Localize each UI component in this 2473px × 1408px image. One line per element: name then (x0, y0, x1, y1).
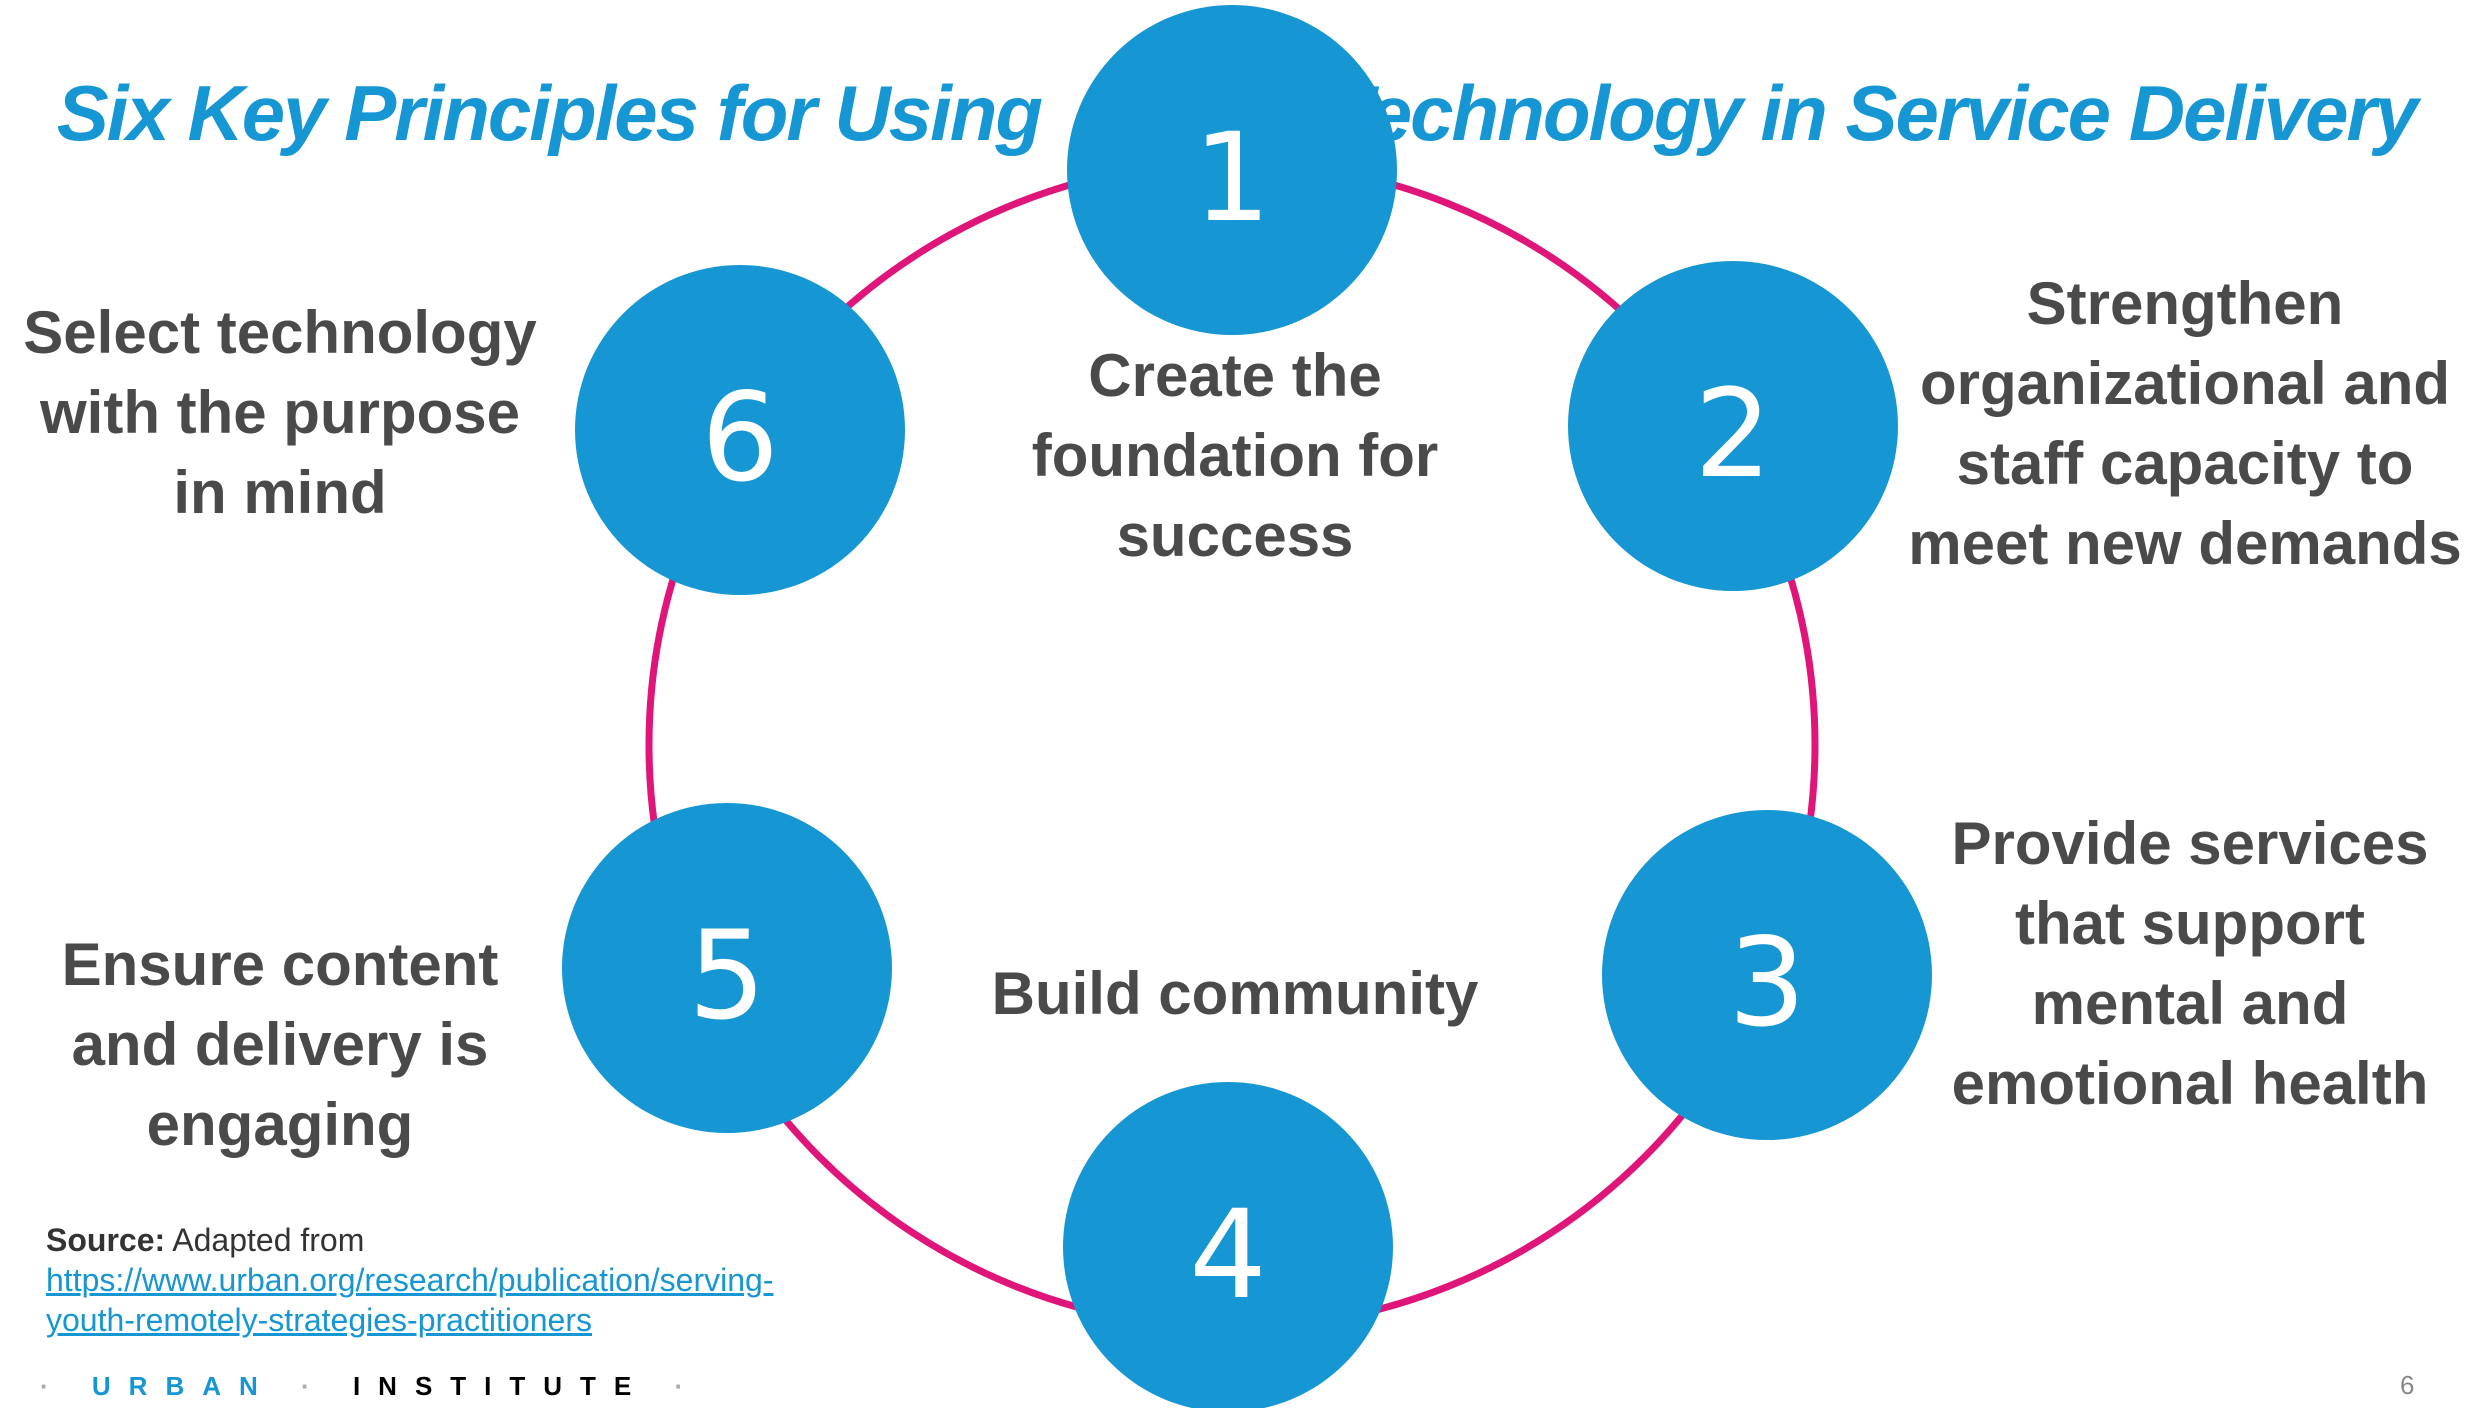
principle-circle-6: 6 (575, 265, 905, 595)
logo-institute: INSTITUTE (352, 1371, 650, 1401)
principle-circle-4: 4 (1063, 1082, 1393, 1408)
title-part-2: Technology in Service Delivery (1326, 69, 2418, 157)
logo-urban: URBAN (91, 1371, 276, 1401)
slide-title: Six Key Principles for Using Technology i… (0, 68, 2473, 159)
source-note: Source: Adapted from https://www.urban.o… (46, 1220, 786, 1340)
principle-label-2: Strengthen organizational and staff capa… (1908, 270, 2462, 577)
principle-circle-3: 3 (1602, 810, 1932, 1140)
principle-number-2: 2 (1694, 363, 1772, 505)
principle-number-1: 1 (1193, 107, 1271, 249)
principle-number-3: 3 (1728, 912, 1806, 1054)
urban-institute-logo: · URBAN · INSTITUTE · (40, 1371, 702, 1401)
page-number: 6 (2400, 1370, 2415, 1400)
principle-circle-5: 5 (562, 803, 892, 1133)
source-link[interactable]: https://www.urban.org/research/publicati… (46, 1262, 774, 1338)
principle-number-5: 5 (688, 905, 766, 1047)
principle-circle-1: 1 (1067, 5, 1397, 335)
principle-number-4: 4 (1189, 1184, 1267, 1326)
principle-label-5: Ensure content and delivery is engaging (61, 931, 499, 1158)
principle-label-4: Build community (991, 960, 1479, 1027)
title-part-1: Six Key Principles for Using (56, 69, 1043, 157)
principle-label-3: Provide services that support mental and… (1951, 810, 2429, 1117)
principle-number-6: 6 (701, 367, 779, 509)
principle-circle-2: 2 (1568, 261, 1898, 591)
principle-label-6: Select technology with the purpose in mi… (23, 299, 537, 526)
source-prefix: Source: (46, 1222, 166, 1258)
principle-label-1: Create the foundation for success (1031, 342, 1439, 569)
source-text: Adapted from (172, 1222, 365, 1258)
